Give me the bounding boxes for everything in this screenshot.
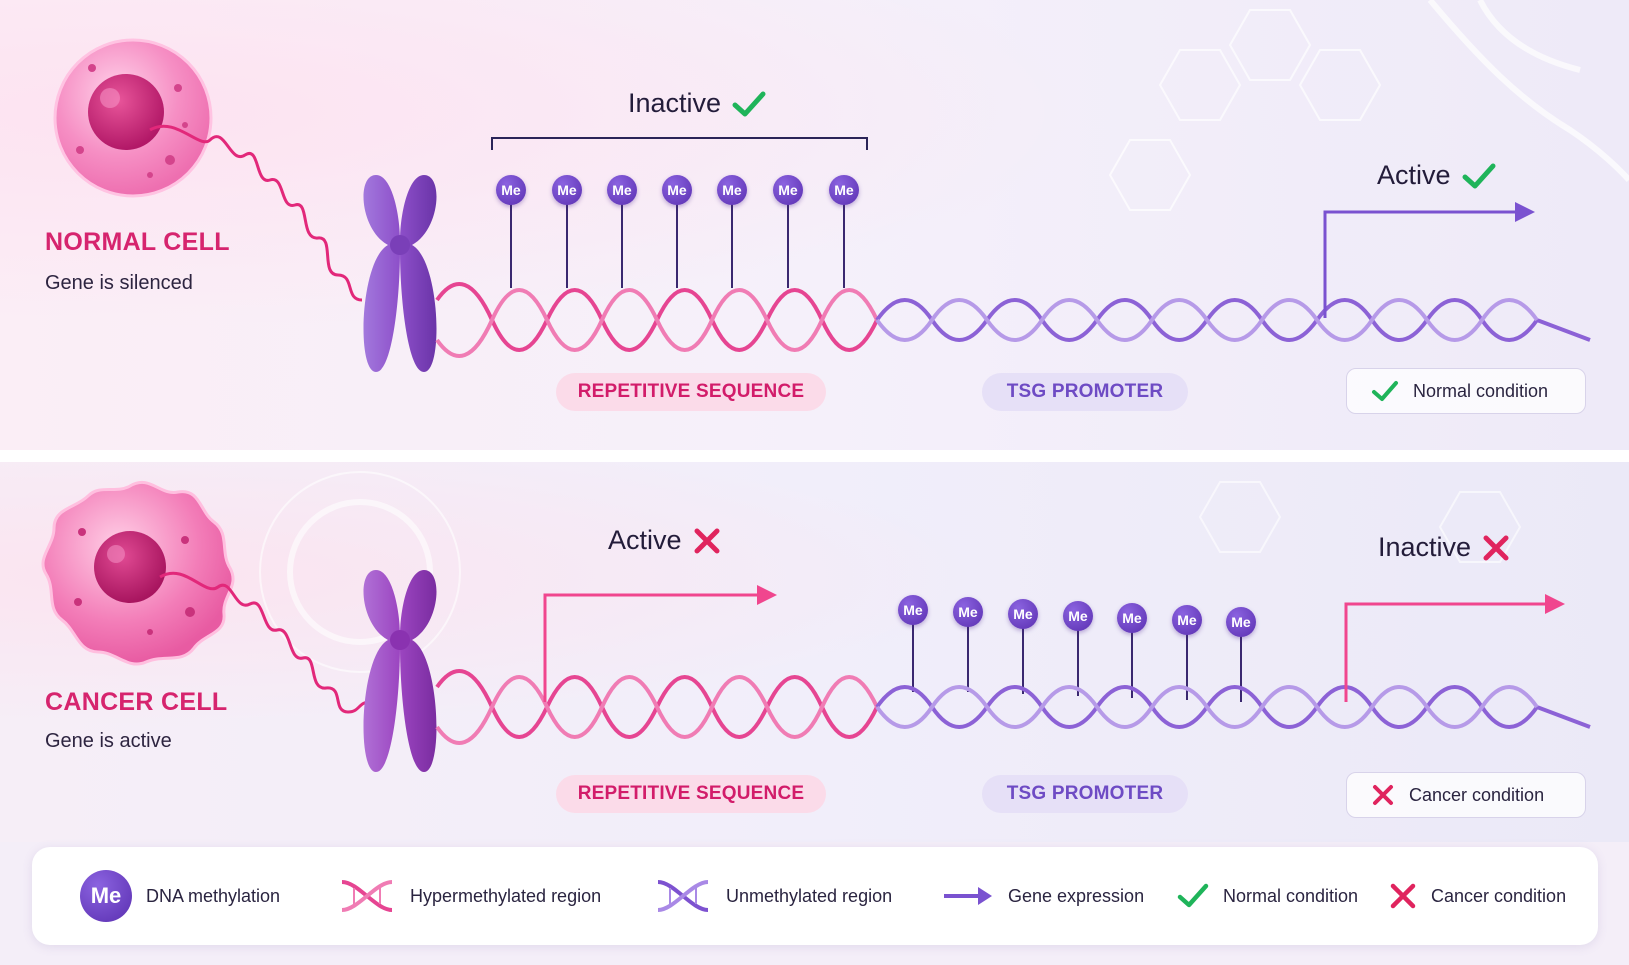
check-icon bbox=[1177, 883, 1209, 908]
hexagon-decoration bbox=[1108, 9, 1382, 211]
arrow-icon bbox=[944, 887, 992, 905]
legend-item-normal-condition: Normal condition bbox=[1177, 847, 1358, 945]
chromosome-icon bbox=[363, 175, 437, 372]
legend-item-methylation: Me DNA methylation bbox=[80, 847, 280, 945]
condition-text: Cancer condition bbox=[1409, 784, 1545, 805]
legend-item-cancer-condition: Cancer condition bbox=[1389, 847, 1566, 945]
methylation-pins bbox=[510, 190, 845, 288]
normal-panel-artwork bbox=[53, 0, 1629, 372]
pink-helix-icon bbox=[341, 880, 393, 912]
inactive-bracket bbox=[491, 137, 868, 150]
cell-subtitle: Gene is silenced bbox=[45, 272, 193, 294]
repetitive-state-label: Active bbox=[608, 525, 722, 556]
legend-label: Normal condition bbox=[1223, 885, 1359, 906]
cross-icon bbox=[694, 528, 720, 553]
methyl-tag: Me bbox=[898, 595, 928, 625]
cell-title: NORMAL CELL bbox=[45, 228, 230, 256]
cancer-panel-artwork bbox=[41, 471, 1591, 772]
methyl-tag: Me bbox=[496, 175, 526, 205]
legend-item-unmethylated: Unmethylated region bbox=[654, 847, 892, 945]
ring-decoration bbox=[259, 471, 1522, 673]
promoter-state-label: Active bbox=[1377, 160, 1497, 191]
region-tsg-promoter: TSG PROMOTER bbox=[982, 775, 1188, 813]
methyl-tag: Me bbox=[1226, 607, 1256, 637]
chromatin-strand bbox=[149, 124, 363, 302]
legend-label: Unmethylated region bbox=[726, 885, 893, 906]
legend: Me DNA methylation Hypermethylated regio… bbox=[32, 847, 1598, 945]
cell-title: CANCER CELL bbox=[45, 688, 228, 716]
cross-icon bbox=[1373, 785, 1393, 805]
cross-icon bbox=[1483, 535, 1509, 560]
check-icon bbox=[732, 91, 766, 116]
methyl-tag: Me bbox=[717, 175, 747, 205]
cross-icon bbox=[1390, 883, 1416, 909]
repetitive-state-label: Inactive bbox=[628, 88, 767, 119]
methyl-tag: Me bbox=[953, 597, 983, 627]
condition-badge: Cancer condition bbox=[1346, 772, 1586, 818]
region-repetitive-sequence: REPETITIVE SEQUENCE bbox=[556, 373, 826, 411]
legend-label: DNA methylation bbox=[146, 885, 281, 906]
promoter-state-label: Inactive bbox=[1378, 532, 1511, 563]
cancer-cell-panel: CANCER CELL Gene is active Active Inacti… bbox=[0, 462, 1629, 842]
dna-background-decoration bbox=[1427, 0, 1629, 183]
gene-expression-arrow bbox=[1344, 594, 1565, 702]
cancer-cell-icon bbox=[41, 480, 235, 666]
dna-helix bbox=[435, 669, 1591, 745]
methyl-tag: Me bbox=[1117, 603, 1147, 633]
methyl-tag: Me bbox=[829, 175, 859, 205]
gene-expression-arrow bbox=[1323, 202, 1535, 318]
check-icon bbox=[1462, 163, 1496, 188]
dna-helix bbox=[435, 282, 1591, 358]
region-tsg-promoter: TSG PROMOTER bbox=[982, 373, 1188, 411]
state-text: Active bbox=[608, 525, 682, 555]
methyl-tag: Me bbox=[552, 175, 582, 205]
legend-label: Gene expression bbox=[1008, 885, 1145, 906]
purple-helix-icon bbox=[657, 880, 709, 912]
methyl-tag: Me bbox=[662, 175, 692, 205]
methyl-tag: Me bbox=[607, 175, 637, 205]
condition-text: Normal condition bbox=[1413, 380, 1549, 401]
legend-label: Cancer condition bbox=[1431, 885, 1567, 906]
chromatin-strand bbox=[159, 571, 371, 714]
normal-cell-icon bbox=[53, 38, 213, 198]
methyl-tag: Me bbox=[1172, 605, 1202, 635]
methyl-tag: Me bbox=[1063, 601, 1093, 631]
legend-item-gene-expression: Gene expression bbox=[942, 847, 1144, 945]
state-text: Active bbox=[1377, 160, 1451, 190]
normal-cell-panel: NORMAL CELL Gene is silenced Inactive Ac… bbox=[0, 0, 1629, 450]
gene-expression-arrow bbox=[543, 585, 777, 702]
methyl-tag: Me bbox=[773, 175, 803, 205]
state-text: Inactive bbox=[628, 88, 722, 118]
panel-divider bbox=[0, 450, 1629, 462]
state-text: Inactive bbox=[1378, 532, 1472, 562]
region-repetitive-sequence: REPETITIVE SEQUENCE bbox=[556, 775, 826, 813]
methyl-tag: Me bbox=[1008, 599, 1038, 629]
check-icon bbox=[1372, 381, 1398, 401]
chromosome-icon bbox=[363, 570, 437, 772]
cell-subtitle: Gene is active bbox=[45, 730, 172, 752]
legend-label: Hypermethylated region bbox=[410, 885, 602, 906]
condition-badge: Normal condition bbox=[1346, 368, 1586, 414]
legend-item-hypermethylated: Hypermethylated region bbox=[338, 847, 601, 945]
methyl-icon: Me bbox=[80, 870, 132, 922]
